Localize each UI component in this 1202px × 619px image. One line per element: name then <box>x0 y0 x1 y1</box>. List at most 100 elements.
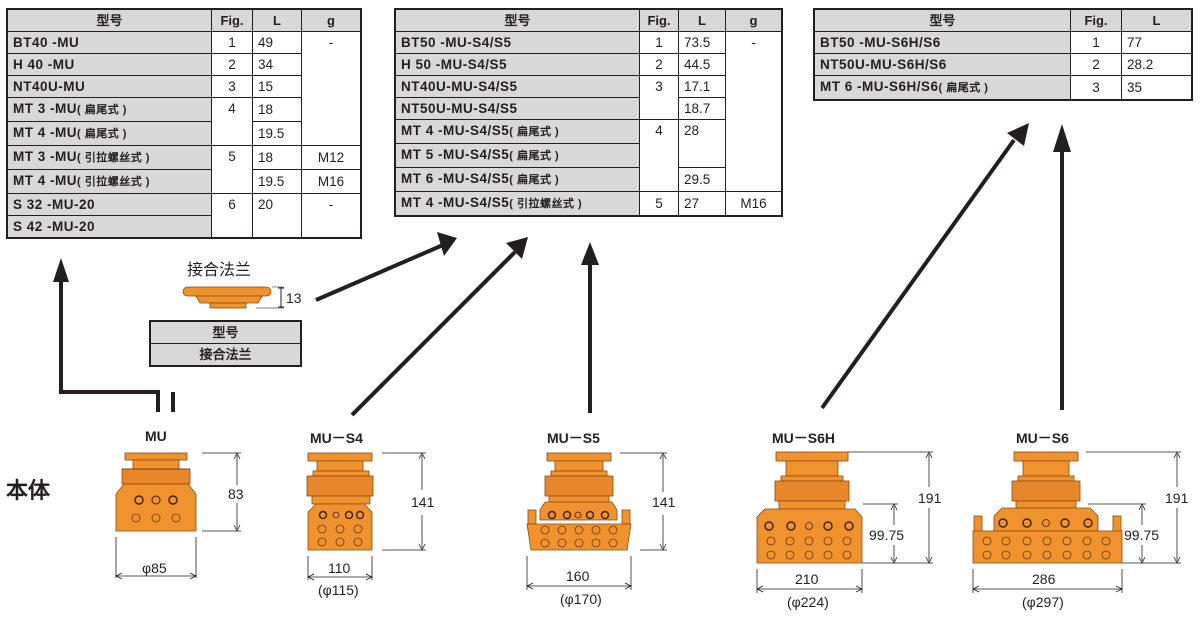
g-cell: M16 <box>301 169 362 194</box>
l-cell: 17.1 <box>678 75 726 98</box>
l-cell: 28 <box>678 119 726 168</box>
arrow-s4 <box>350 250 517 417</box>
mu-s6-diameter-dim: (φ297) <box>1022 594 1064 610</box>
fig-cell: 4 <box>639 119 679 192</box>
arrow-s6h <box>820 138 1016 410</box>
flange-title: 接合法兰 <box>187 262 252 279</box>
mu-s4-diameter-dim: (φ115) <box>318 582 359 598</box>
mu-unit-icon <box>115 452 197 532</box>
flange-table-value: 接合法兰 <box>149 343 302 367</box>
l-cell: 19.5 <box>252 169 302 194</box>
header-fig: Fig. <box>1070 8 1122 32</box>
fig-cell: 5 <box>211 145 253 194</box>
header-model: 型号 <box>394 8 640 32</box>
model-cell: MT 6 -MU-S6H/S6( 扁尾式 ) <box>813 75 1071 101</box>
table-row: MT 5 -MU-S4/S5( 扁尾式 ) <box>394 143 782 168</box>
table-header-row: 型号 Fig. L <box>813 8 1193 32</box>
model-cell: BT50 -MU-S4/S5 <box>394 31 640 54</box>
g-cell: M12 <box>301 145 362 170</box>
mu-s6h-dimensions <box>756 451 933 593</box>
table-row: MT 3 -MU( 引拉螺丝式 ) 5 18 M12 <box>6 145 362 194</box>
table-row: MT 4 -MU-S4/S5( 引拉螺丝式 ) 5 27 M16 <box>394 191 783 217</box>
fig-cell: 4 <box>211 97 253 146</box>
arrow-mu <box>59 278 160 412</box>
model-cell: MT 4 -MU-S4/S5( 引拉螺丝式 ) <box>394 191 640 217</box>
mu-s4-dimensions <box>307 452 426 581</box>
model-cell: MT 4 -MU( 扁尾式 ) <box>6 121 212 146</box>
mu-s5-dimensions <box>526 452 667 590</box>
model-cell: NT40U-MU-S4/S5 <box>394 75 640 98</box>
table-s6h-s6: 型号 Fig. L BT50 -MU-S6H/S6 1 77 NT50U-MU-… <box>813 8 1193 101</box>
mu-s5-width-dim: 160 <box>566 568 590 584</box>
table-row: BT50 -MU-S4/S5 1 73.5 - <box>394 31 783 192</box>
mu-s6-width-dim: 286 <box>1032 571 1056 587</box>
mu-s6h-unit-icon <box>756 451 863 564</box>
mu-s4-unit-icon <box>306 452 374 551</box>
mu-s6h-sub-height-dim: 99.75 <box>869 527 905 543</box>
g-cell: M16 <box>725 191 783 217</box>
unit-title-mu: MU <box>145 428 167 444</box>
l-cell: 18 <box>252 97 302 122</box>
table-mu: 型号 Fig. L g BT40 -MU 1 49 - H 40 -MU 2 3… <box>6 8 362 239</box>
model-cell: BT50 -MU-S6H/S6 <box>813 31 1071 54</box>
fig-cell: 6 <box>211 193 253 239</box>
l-cell: 18 <box>252 145 302 170</box>
unit-title-mu-s6: MU－S6 <box>1016 430 1069 446</box>
table-row: H 40 -MU 2 34 <box>6 53 361 76</box>
table-header-row: 型号 Fig. L g <box>394 8 783 32</box>
table-row: NT50U-MU-S6H/S6 2 28.2 <box>813 53 1193 76</box>
model-cell: S 32 -MU-20 <box>6 193 212 216</box>
header-l: L <box>678 8 726 32</box>
l-cell: 73.5 <box>678 31 726 54</box>
model-cell: NT50U-MU-S4/S5 <box>394 97 640 120</box>
mu-s6-height-dim: 191 <box>1165 490 1189 506</box>
table-row: NT50U-MU-S4/S5 18.7 <box>394 97 782 120</box>
l-cell: 19.5 <box>252 121 302 146</box>
body-label: 本体 <box>6 478 51 503</box>
mu-s4-height-dim: 141 <box>411 494 435 510</box>
mu-s5-unit-icon <box>526 452 632 551</box>
arrow-flange <box>315 243 444 302</box>
model-cell: H 50 -MU-S4/S5 <box>394 53 640 76</box>
flange-height-dim: 13 <box>286 290 302 306</box>
model-cell: MT 5 -MU-S4/S5( 扁尾式 ) <box>394 143 640 168</box>
model-cell: H 40 -MU <box>6 53 212 76</box>
table-row: MT 4 -MU( 引拉螺丝式 ) 19.5 M16 <box>6 169 362 194</box>
table-row: H 50 -MU-S4/S5 2 44.5 <box>394 53 782 76</box>
unit-title-mu-s6h: MU－S6H <box>772 430 836 446</box>
model-cell: MT 4 -MU( 引拉螺丝式 ) <box>6 169 212 194</box>
mu-s6h-width-dim: 210 <box>795 571 819 587</box>
fig-cell: 1 <box>639 31 679 54</box>
header-fig: Fig. <box>639 8 679 32</box>
flange-icon <box>182 286 284 309</box>
g-cell: - <box>725 31 783 192</box>
mu-s6-dimensions <box>972 451 1181 593</box>
table-row: NT40U-MU 3 15 <box>6 75 361 98</box>
table-header-row: 型号 Fig. L g <box>6 8 362 32</box>
l-cell: 35 <box>1121 75 1193 101</box>
fig-cell: 2 <box>639 53 679 76</box>
l-cell: 18.7 <box>678 97 726 120</box>
table-row: MT 4 -MU( 扁尾式 ) 19.5 <box>6 121 361 146</box>
mu-s5-height-dim: 141 <box>652 494 676 510</box>
model-cell: MT 3 -MU( 引拉螺丝式 ) <box>6 145 212 170</box>
mu-s4-width-dim: 110 <box>328 560 351 576</box>
l-cell: 20 <box>252 193 302 239</box>
header-model: 型号 <box>6 8 212 32</box>
header-g: g <box>725 8 783 32</box>
l-cell: 27 <box>678 191 726 217</box>
model-cell: NT50U-MU-S6H/S6 <box>813 53 1071 76</box>
model-cell: MT 6 -MU-S4/S5( 扁尾式 ) <box>394 167 640 192</box>
table-row: BT50 -MU-S6H/S6 1 77 <box>813 31 1193 54</box>
flange-table: 型号 接合法兰 <box>149 320 302 367</box>
table-s4-s5: 型号 Fig. L g BT50 -MU-S4/S5 1 73.5 - H 50… <box>394 8 783 217</box>
model-cell: S 42 -MU-20 <box>6 215 212 239</box>
table-row: MT 6 -MU-S6H/S6( 扁尾式 ) 3 35 <box>813 75 1193 101</box>
mu-s6h-diameter-dim: (φ224) <box>787 594 829 610</box>
mu-s5-diameter-dim: (φ170) <box>560 591 602 607</box>
mu-width-dim: φ85 <box>142 560 167 576</box>
fig-cell: 2 <box>211 53 253 76</box>
table-row: MT 6 -MU-S4/S5( 扁尾式 ) 29.5 <box>394 167 782 192</box>
fig-cell: 3 <box>1070 75 1122 101</box>
